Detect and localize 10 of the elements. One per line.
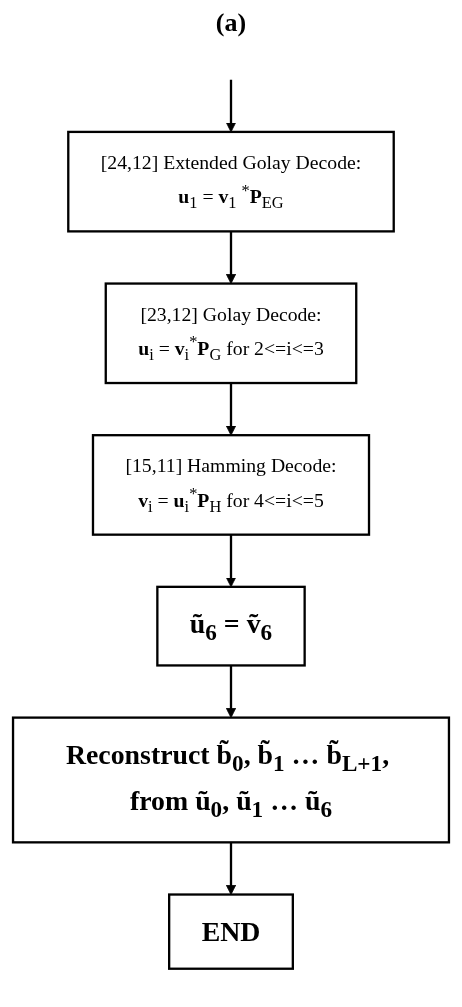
arrow <box>225 231 237 284</box>
node-box: END <box>168 893 294 970</box>
arrow <box>225 383 237 436</box>
arrow <box>225 842 237 895</box>
node-box: Reconstruct b̃$_{0}$, b̃$_{1}$ … b̃$_{L+1}$, from ũ$_{0}$, ũ$_{1}$ … ũ$_{6}$ <box>11 716 451 844</box>
node-box: [24,12] Extended Golay Decode: u$_{1}$ = v$_{1}$ $^{*}$P$_{EG}$ <box>67 130 395 233</box>
diagram-title: (a) <box>214 8 248 38</box>
node-box: ũ$_{6}$ = ṽ$_{6}$ <box>156 585 306 667</box>
node-box: [15,11] Hamming Decode: v$_{i}$ = u$_{i}$$^{*}$P$_{H}$ for 4<=i<=5 <box>91 434 371 536</box>
node-box: [23,12] Golay Decode: u$_{i}$ = v$_{i}$$^{*}$P$_{G}$ for 2<=i<=3 <box>104 282 358 385</box>
